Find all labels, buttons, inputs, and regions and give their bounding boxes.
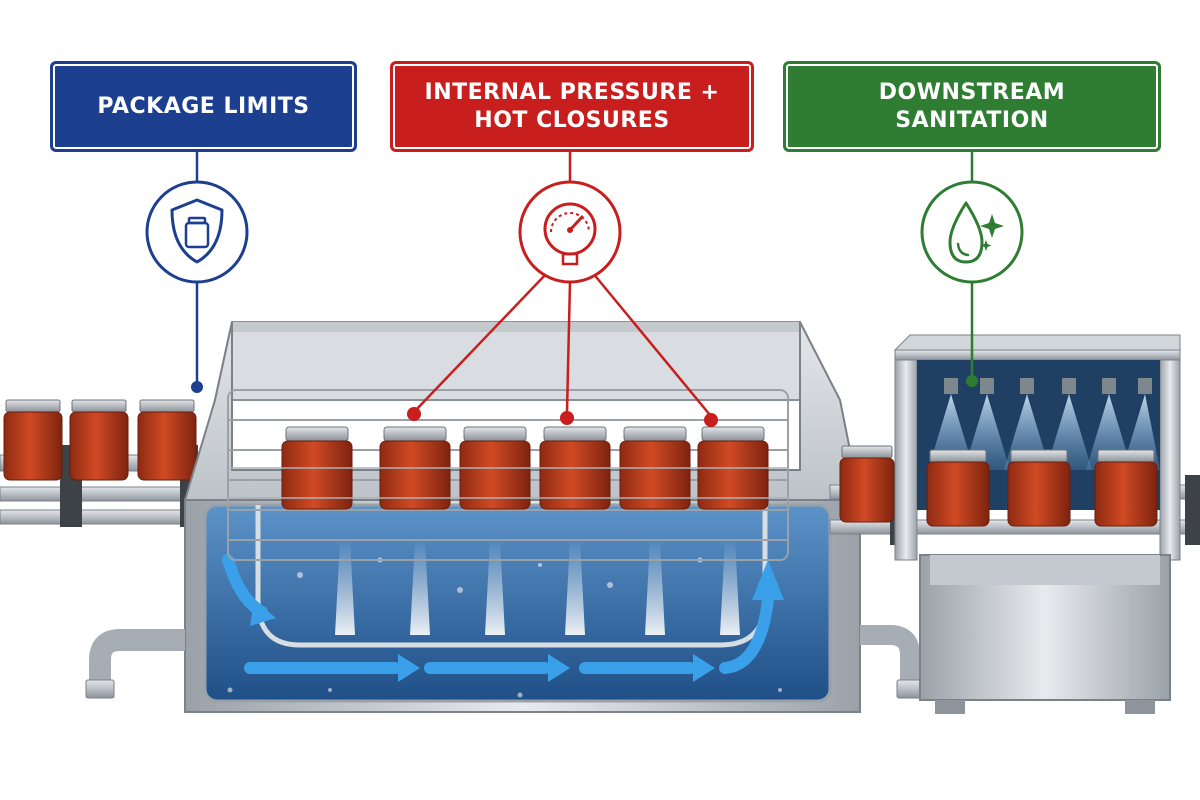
jar bbox=[539, 426, 611, 510]
jar bbox=[137, 399, 197, 481]
circulation-flow-arrows bbox=[222, 554, 774, 674]
jar bbox=[839, 445, 895, 523]
internal-pressure-label: INTERNAL PRESSURE + HOT CLOSURES bbox=[424, 79, 720, 133]
washer-jars bbox=[839, 445, 1158, 527]
left-conveyor-jars bbox=[3, 399, 197, 481]
jar bbox=[3, 399, 63, 481]
anchor-dot bbox=[704, 413, 718, 427]
internal-pressure-callout: INTERNAL PRESSURE + HOT CLOSURES bbox=[390, 61, 754, 152]
water-drop-sparkle-icon bbox=[920, 180, 1024, 284]
jar bbox=[69, 399, 129, 481]
basket-front-wires bbox=[228, 467, 788, 499]
pressure-anchor-dots bbox=[407, 407, 718, 427]
jar bbox=[697, 426, 769, 510]
anchor-dot bbox=[560, 411, 574, 425]
jar bbox=[1094, 449, 1158, 527]
downstream-sanitation-label: DOWNSTREAM SANITATION bbox=[878, 79, 1066, 133]
jar bbox=[926, 449, 990, 527]
package-limits-callout: PACKAGE LIMITS bbox=[50, 61, 357, 152]
package-limits-label: PACKAGE LIMITS bbox=[97, 93, 310, 119]
sanitation-anchor-dot bbox=[966, 375, 978, 387]
hot-water-tank bbox=[184, 321, 861, 713]
inlet-pipe bbox=[85, 629, 185, 699]
pressure-gauge-icon bbox=[518, 180, 622, 284]
flow-arrowheads bbox=[250, 560, 784, 682]
jar bbox=[459, 426, 531, 510]
jar bbox=[281, 426, 353, 510]
shield-jar-icon bbox=[145, 180, 249, 284]
outlet-pipe bbox=[860, 625, 924, 699]
spray-washer-cabinet bbox=[893, 334, 1181, 714]
internal-pressure-connector bbox=[413, 152, 711, 416]
package-limits-anchor-dot bbox=[191, 381, 203, 393]
anchor-dot bbox=[407, 407, 421, 421]
jar bbox=[379, 426, 451, 510]
water-jets bbox=[335, 540, 740, 635]
jar bbox=[1007, 449, 1071, 527]
jar bbox=[619, 426, 691, 510]
basket-jars bbox=[281, 426, 769, 510]
downstream-sanitation-callout: DOWNSTREAM SANITATION bbox=[783, 61, 1161, 152]
spray-nozzles bbox=[944, 378, 1152, 394]
